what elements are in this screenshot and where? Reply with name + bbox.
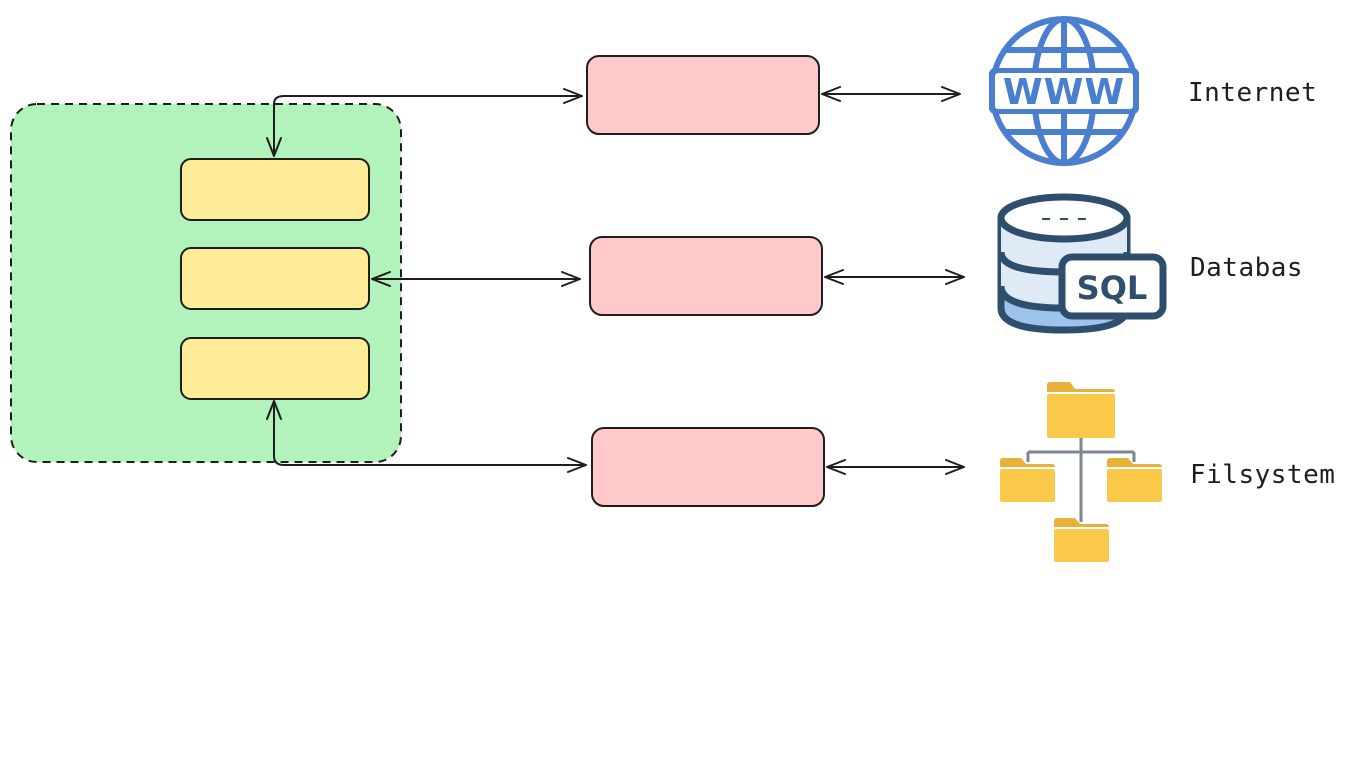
label-internet: Internet <box>1188 78 1318 108</box>
globe-www-icon: WWW <box>989 16 1139 166</box>
folder-left-icon <box>1000 458 1055 502</box>
database-sql-icon: SQL <box>997 193 1167 334</box>
folder-tree-icon <box>1000 382 1162 562</box>
label-filesystem: Filsystem <box>1190 460 1336 490</box>
adapter-box-filesystem <box>591 427 825 507</box>
module-box-1 <box>180 158 370 221</box>
adapter-box-internet <box>586 55 820 135</box>
module-box-2 <box>180 247 370 310</box>
adapter-box-database <box>589 236 823 316</box>
folder-right-icon <box>1107 458 1162 502</box>
module-box-3 <box>180 337 370 400</box>
connector-module3-filesystem <box>266 400 587 473</box>
database-sql-text: SQL <box>1077 269 1148 307</box>
globe-www-text: WWW <box>1003 72 1125 113</box>
label-database: Databas <box>1190 253 1304 283</box>
folder-top-icon <box>1047 382 1115 438</box>
connector-module1-internet <box>266 88 583 157</box>
folder-bottom-icon <box>1054 518 1109 562</box>
